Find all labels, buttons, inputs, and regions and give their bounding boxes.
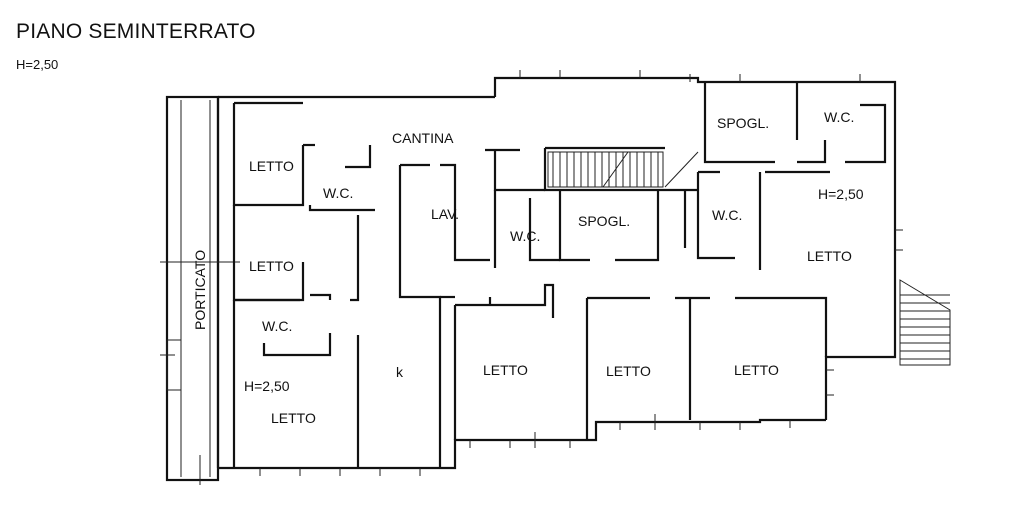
room-wc-right: W.C. (712, 207, 742, 223)
porticato-details (160, 100, 240, 485)
room-wc-center: W.C. (510, 228, 540, 244)
room-letto-center-3: LETTO (734, 362, 779, 378)
room-labels: CANTINA LETTO W.C. LAV. LETTO PORTICATO … (192, 109, 864, 426)
room-height-right: H=2,50 (818, 186, 864, 202)
room-porticato: PORTICATO (192, 250, 208, 330)
plan-height-note: H=2,50 (16, 57, 59, 72)
wall-marks (259, 70, 903, 476)
room-letto-bottom-left: LETTO (271, 410, 316, 426)
staircase (547, 151, 699, 188)
wall-right (824, 168, 897, 420)
plan-title: PIANO SEMINTERRATO (16, 20, 256, 43)
room-letto-top-left: LETTO (249, 158, 294, 174)
wall-top-right (493, 76, 897, 168)
room-wc-top-right: W.C. (824, 109, 854, 125)
exterior-stair (899, 279, 951, 366)
room-letto-mid-left: LETTO (249, 258, 294, 274)
room-height-lower-left: H=2,50 (244, 378, 290, 394)
interior-walls (232, 82, 887, 468)
room-spogl-top-right: SPOGL. (717, 115, 769, 131)
room-k: k (396, 364, 404, 380)
room-letto-right: LETTO (807, 248, 852, 264)
room-cantina: CANTINA (392, 130, 454, 146)
room-spogl-center: SPOGL. (578, 213, 630, 229)
room-wc-lower-left: W.C. (262, 318, 292, 334)
room-letto-center-1: LETTO (483, 362, 528, 378)
room-wc-top-left: W.C. (323, 185, 353, 201)
room-letto-center-2: LETTO (606, 363, 651, 379)
outer-walls (165, 76, 897, 482)
wall-bottom (218, 418, 826, 470)
room-lav: LAV. (431, 206, 459, 222)
